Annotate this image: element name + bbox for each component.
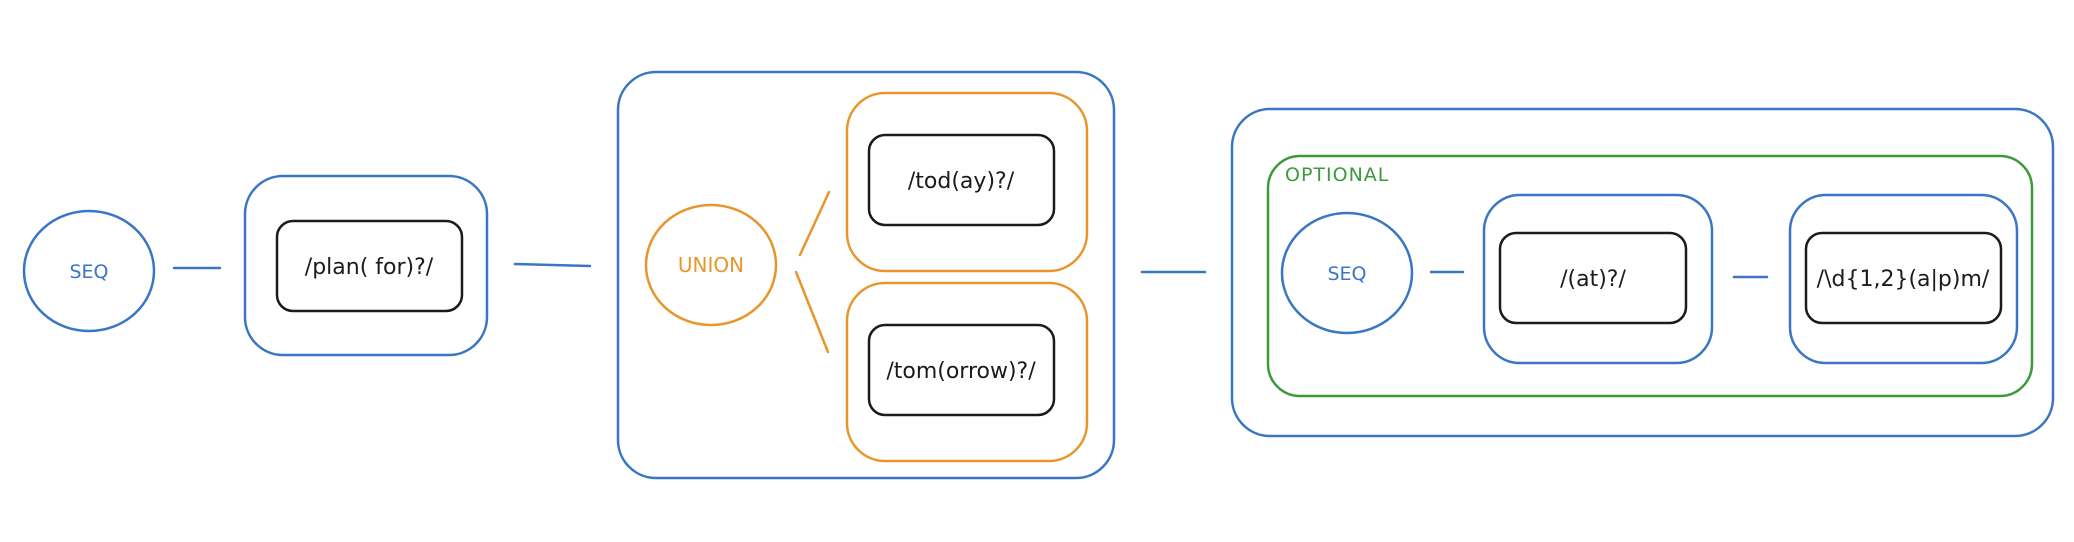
union-group [616,70,1116,480]
tomorrow-regex-box [867,323,1056,417]
today-branch [845,91,1089,273]
inner-seq-node [1280,211,1414,335]
union-node [644,203,778,327]
connector-plan-union [513,262,592,268]
optional-group [1266,154,2034,398]
seq-node [22,209,156,333]
branch-connector-upper [798,190,831,257]
today-regex: /tod(ay)?/ [908,169,1015,194]
hour-regex-box [1804,231,2003,325]
tomorrow-regex: /tom(orrow)?/ [886,359,1036,384]
inner-seq-label: SEQ [1327,263,1366,285]
optional-label: OPTIONAL [1285,164,1389,186]
time-group [1230,107,2055,438]
union-label: UNION [678,253,744,277]
at-regex-box [1498,231,1688,325]
plan-group [243,174,489,357]
seq-label: SEQ [69,261,108,283]
today-regex-box [867,133,1056,227]
hour-regex: /\d{1,2}(a|p)m/ [1817,267,1990,292]
branch-connector-lower [794,270,830,354]
plan-regex-box [275,219,464,313]
hour-group [1788,193,2019,365]
plan-regex: /plan( for)?/ [305,255,434,280]
at-regex: /(at)?/ [1560,267,1626,292]
at-group [1482,193,1714,365]
tomorrow-branch [845,281,1089,463]
